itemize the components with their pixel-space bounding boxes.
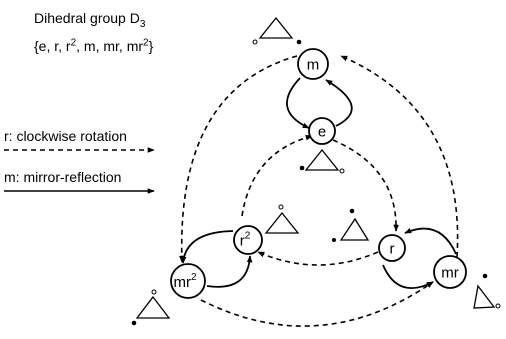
triangle-icon-m: [252, 16, 302, 45]
node-r: r: [378, 234, 406, 262]
triangle-icon-e: [299, 148, 345, 174]
edge-reflection-e-to-m: [325, 79, 353, 127]
node-m-label: m: [307, 57, 320, 74]
svg-text:r2: r2: [240, 231, 251, 250]
edge-reflection-mr-to-r: [404, 227, 457, 255]
set-part-3: , m, mr, mr: [76, 38, 144, 54]
node-e-label: e: [318, 124, 326, 141]
triangle-icon-center-left: [264, 204, 300, 234]
edge-reflection-mr2-to-r2: [206, 255, 253, 288]
svg-text:r: r: [390, 241, 395, 258]
edge-rotation-mr2-to-mr: [200, 281, 434, 327]
node-r2-label: r: [240, 233, 245, 250]
edge-rotation-m-to-mr2: [178, 55, 298, 263]
legend-reflection-label: m: mirror-reflection: [4, 169, 122, 185]
edge-reflection-r2-to-mr2: [180, 230, 234, 264]
svg-text:e: e: [318, 124, 326, 141]
node-mr2-sup: 2: [191, 272, 197, 283]
edge-reflection-r-to-mr: [382, 264, 434, 290]
edge-rotation-e-to-r: [332, 139, 399, 232]
edge-reflection-m-to-e: [286, 77, 310, 129]
node-e: e: [308, 117, 336, 145]
set-part-4: 2: [143, 37, 149, 49]
edge-rotation-r-to-r2: [257, 251, 379, 266]
svg-text:mr2: mr2: [173, 272, 197, 291]
node-mr: mr: [433, 255, 467, 289]
node-mr2: mr2: [170, 263, 206, 299]
title-text: Dihedral group D: [34, 10, 140, 26]
edge-rotation-r2-to-e: [241, 134, 313, 217]
set-part-1: {e, r, r: [34, 38, 71, 54]
edge-rotation-mr-to-m: [340, 55, 459, 258]
triangle-icon-mr2: [131, 289, 171, 326]
set-part-5: }: [148, 38, 154, 54]
legend-rotation-label: r: clockwise rotation: [4, 128, 127, 144]
node-mr2-label: mr: [173, 274, 191, 291]
node-m: m: [297, 48, 329, 80]
node-r-label: r: [390, 241, 395, 258]
set-part-2: 2: [70, 37, 77, 49]
node-mr-label: mr: [441, 265, 459, 282]
triangle-icon-mr: [473, 273, 501, 309]
svg-text:mr: mr: [441, 265, 459, 282]
element-set: {e, r, r2, m, mr, mr2}: [34, 38, 153, 54]
node-r2-sup: 2: [245, 231, 251, 242]
node-r2: r2: [233, 225, 263, 255]
triangle-icon-center-right: [332, 208, 370, 242]
title-subscript: 3: [139, 18, 146, 30]
diagram-title: Dihedral group D3: [34, 10, 145, 29]
svg-text:m: m: [307, 57, 320, 74]
